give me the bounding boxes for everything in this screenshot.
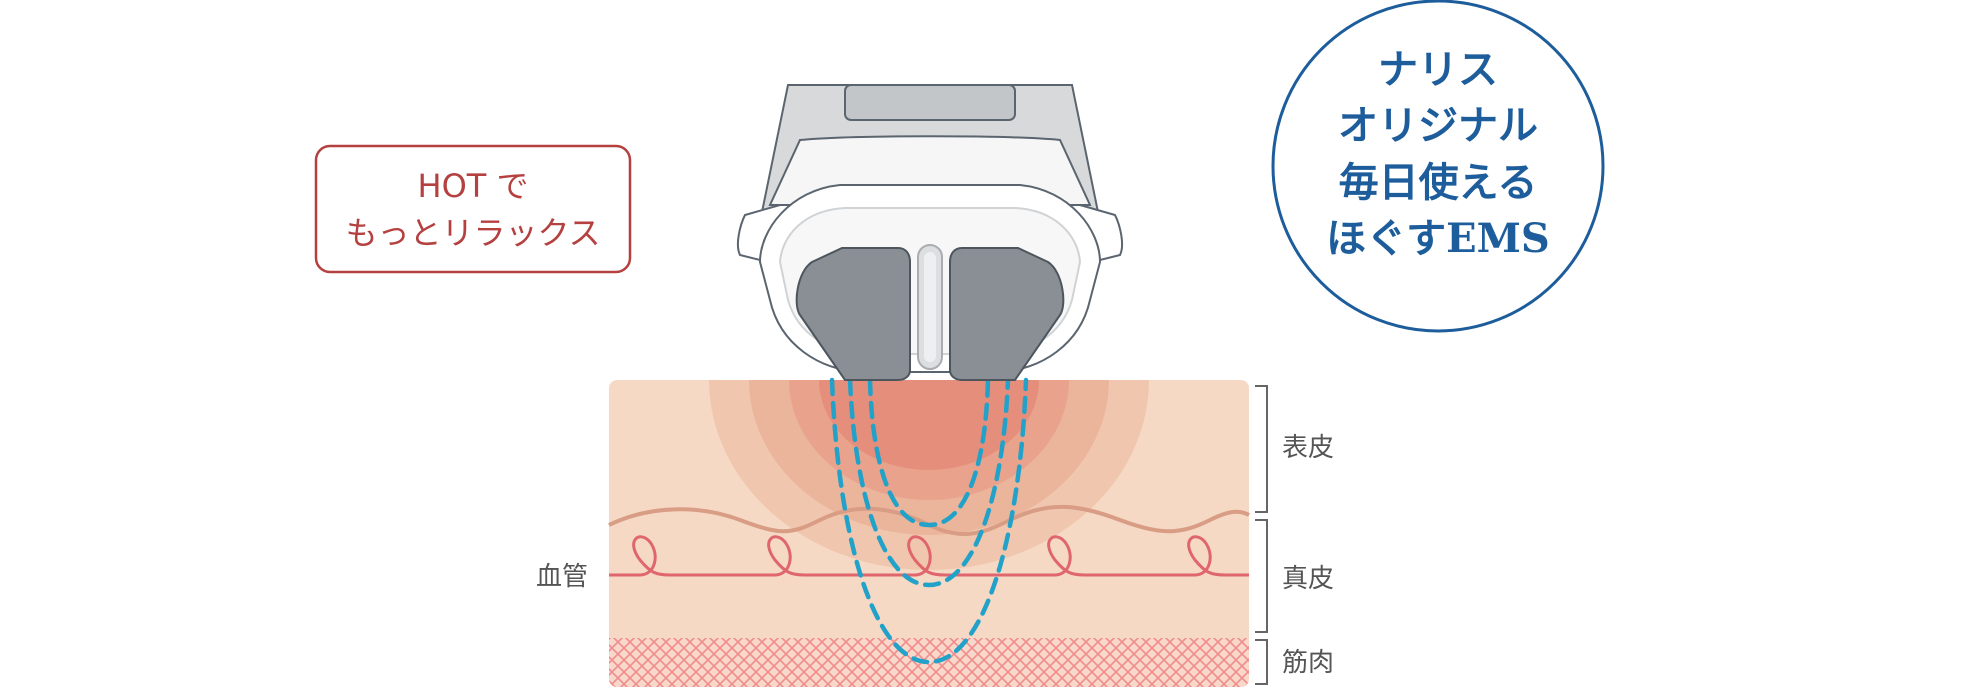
ems-path-deep: [829, 377, 1029, 665]
hot-badge-line2: もっとリラックス: [345, 214, 600, 252]
epidermis-label: 表皮: [1282, 433, 1334, 463]
muscle-bracket: [1255, 639, 1268, 685]
dermis-bracket: [1255, 519, 1268, 633]
blood-vessel-label: 血管: [536, 562, 588, 592]
feature-circle-badge: ナリス オリジナル 毎日使える ほぐすEMS: [1271, 0, 1605, 333]
hot-badge-line1: HOT で: [418, 167, 529, 205]
blood-vessel-line: [609, 535, 1249, 577]
ems-current-paths: [829, 377, 1029, 665]
feature-line3: 毎日使える: [1339, 159, 1538, 206]
layer-brackets: [1255, 385, 1268, 685]
epidermis-boundary-line: [608, 504, 1250, 537]
ems-device-head-icon: [736, 84, 1124, 381]
ems-path-shallow: [867, 377, 991, 528]
feature-line4: ほぐすEMS: [1326, 215, 1550, 262]
feature-line1: ナリス: [1378, 46, 1498, 93]
hot-badge: HOT で もっとリラックス: [314, 144, 632, 274]
ems-path-middle: [847, 377, 1011, 588]
dermis-label: 真皮: [1282, 564, 1334, 594]
feature-line2: オリジナル: [1338, 102, 1538, 149]
epidermis-bracket: [1255, 385, 1268, 513]
muscle-label: 筋肉: [1282, 648, 1334, 678]
